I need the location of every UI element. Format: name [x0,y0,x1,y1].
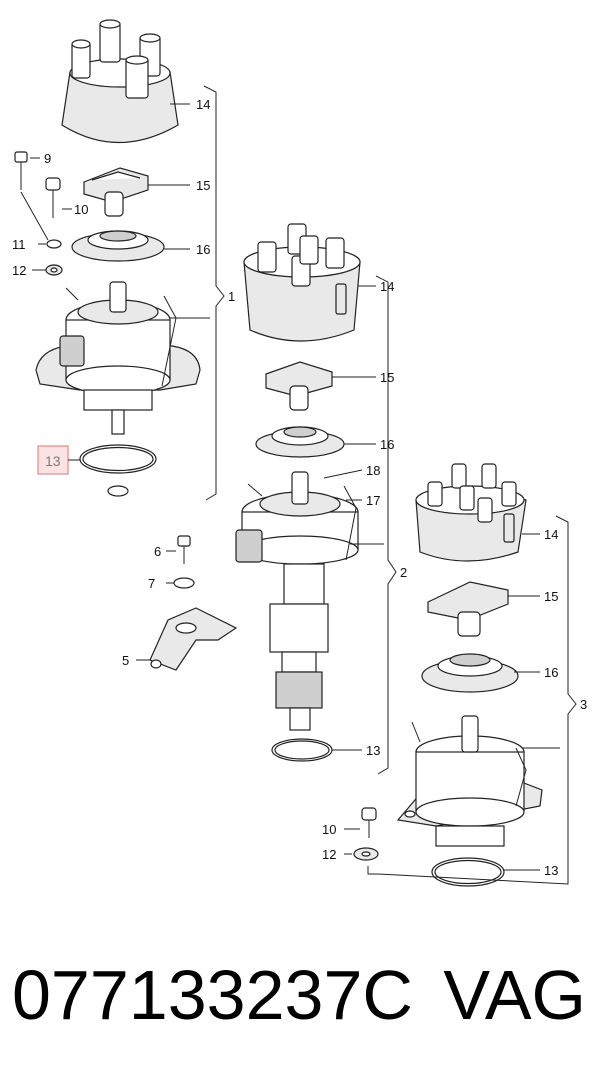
callout-9: 9 [44,151,51,166]
callout-5: 5 [122,653,129,668]
callout-16-g3: 16 [544,665,558,680]
bolt-6 [177,535,191,564]
distributor-cap-1 [61,19,179,144]
callout-6: 6 [154,544,161,559]
rotor-3 [427,581,509,637]
callout-11: 11 [12,237,26,252]
clip-11 [20,191,62,249]
screw-10 [45,177,61,218]
callout-13-g2: 13 [366,743,380,758]
callout-16-g1: 16 [196,242,210,257]
distributor-shaft-2 [235,471,359,731]
callout-16-g2: 16 [380,437,394,452]
callout-12-g1: 12 [12,263,26,278]
callout-14-g1: 14 [196,97,210,112]
washer-12-group3 [353,847,379,861]
clamp-5 [149,607,238,671]
callout-15-g2: 15 [380,370,394,385]
callout-13-highlight-box[interactable] [37,445,69,475]
washer-7 [173,577,195,589]
dust-shield-1 [71,230,165,262]
oring-13-group2 [271,738,333,762]
callout-15-g1: 15 [196,178,210,193]
rotor-2 [265,361,333,411]
screw-10-group3 [361,807,377,838]
distributor-housing-1 [35,281,201,435]
footer: 077133237C VAG [0,950,600,1050]
distributor-housing-3 [396,715,543,847]
brand-name: VAG [443,956,586,1034]
callout-group-2: 2 [400,565,407,580]
callout-13-highlighted[interactable]: 13 [45,453,61,469]
callout-14-g3: 14 [544,527,558,542]
callout-15-g3: 15 [544,589,558,604]
callout-17: 17 [366,493,380,508]
callout-13-g3: 13 [544,863,558,878]
callout-group-1: 1 [228,289,235,304]
distributor-cap-3 [415,463,527,562]
part-number: 077133237C [12,956,413,1034]
callout-14-g2: 14 [380,279,394,294]
washer-12 [45,264,63,276]
callout-10-g1: 10 [74,202,88,217]
dust-shield-3 [421,653,519,693]
oring-13-group3 [431,857,505,887]
callout-7: 7 [148,576,155,591]
callout-10-g3: 10 [322,822,336,837]
distributor-cap-2 [243,223,361,342]
oring-13-highlighted [79,444,157,497]
callout-12-g3: 12 [322,847,336,862]
dust-shield-2 [255,426,345,458]
rotor-1 [83,167,149,217]
bolt-9 [14,151,28,190]
callout-18: 18 [366,463,380,478]
callout-group-3: 3 [580,697,587,712]
